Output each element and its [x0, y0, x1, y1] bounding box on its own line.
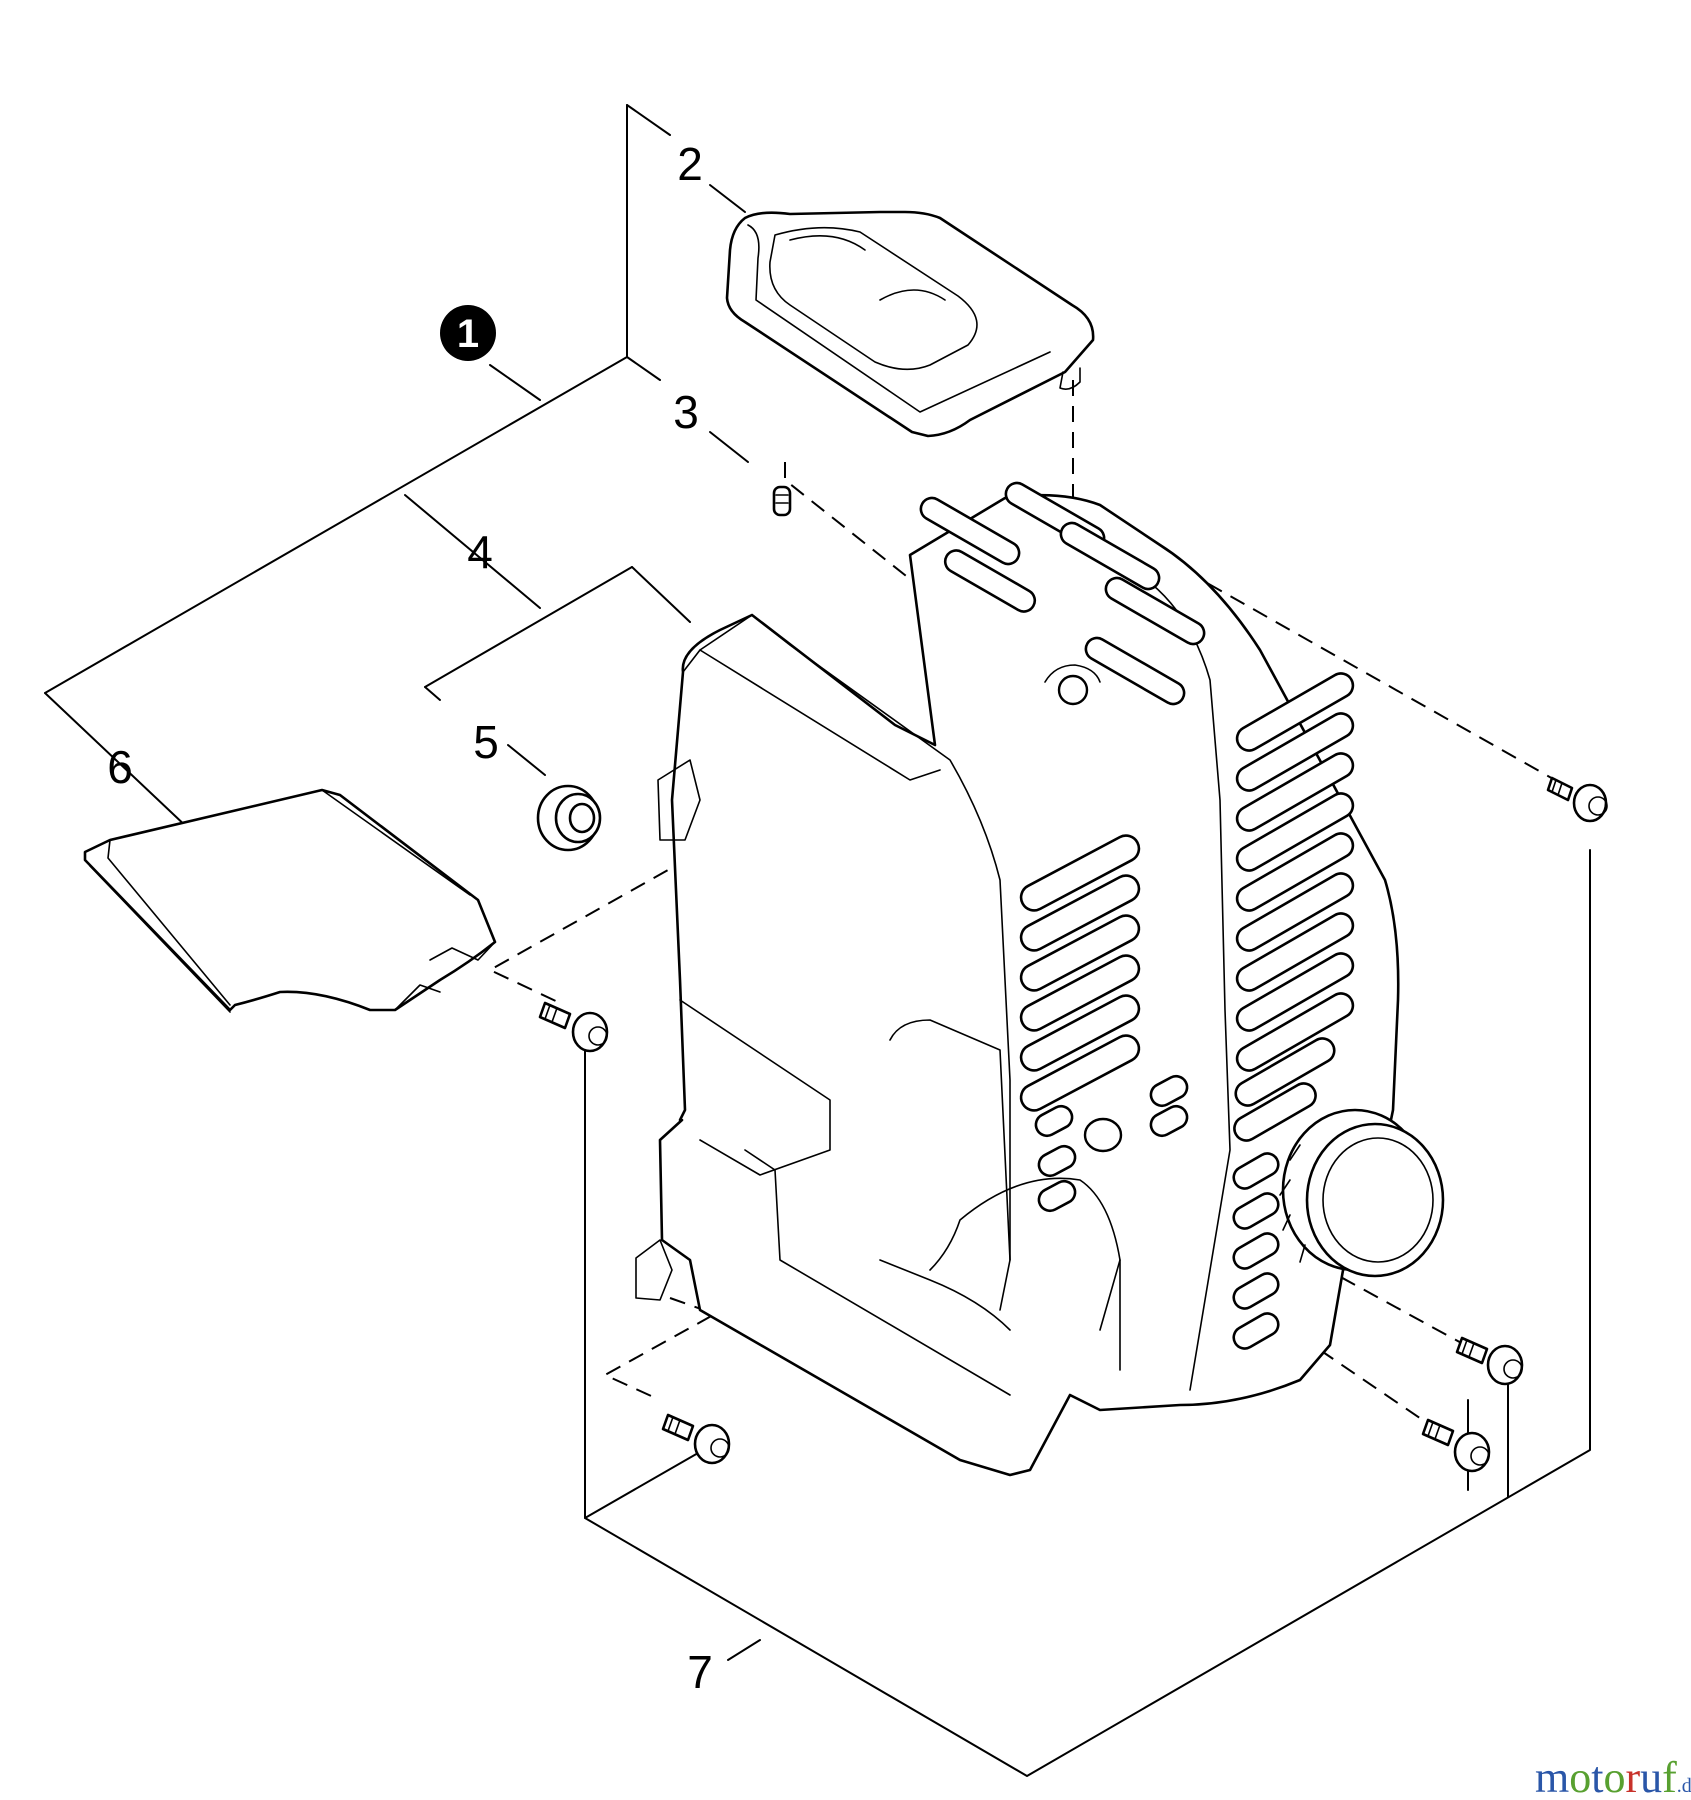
callout-2: 2: [677, 138, 703, 190]
leader-lines: [507, 104, 749, 776]
screw-left: [538, 1001, 609, 1053]
part-3-pin: [772, 485, 792, 517]
callout-7: 7: [687, 1646, 713, 1698]
screw-bottom-right-lower: [1421, 1418, 1491, 1473]
screw-bottom-right-upper: [1455, 1336, 1524, 1386]
bracket-item-4: [404, 494, 691, 701]
callout-3: 3: [673, 386, 699, 438]
housing-knob: [1279, 1108, 1445, 1278]
main-housing: [635, 481, 1445, 1477]
bracket-item-1: [44, 104, 628, 831]
callout-5: 5: [473, 716, 499, 768]
part-2-top-cover: [725, 210, 1095, 438]
part-6-plate: [83, 788, 497, 1013]
left-louvers: [1019, 834, 1189, 1213]
screw-top-right: [1546, 776, 1608, 823]
callout-1-label: 1: [457, 312, 479, 356]
right-louvers: [1232, 672, 1355, 1350]
callout-6: 6: [107, 741, 133, 793]
callout-4: 4: [467, 526, 493, 578]
svg-text:motoruf.de: motoruf.de: [1535, 1753, 1691, 1800]
part-5-grommet: [536, 784, 602, 852]
top-louvers: [919, 481, 1206, 706]
callout-badge-1: 1: [440, 305, 496, 361]
screw-bottom-left: [661, 1413, 731, 1465]
watermark-logo: motoruf.de: [1535, 1753, 1691, 1800]
